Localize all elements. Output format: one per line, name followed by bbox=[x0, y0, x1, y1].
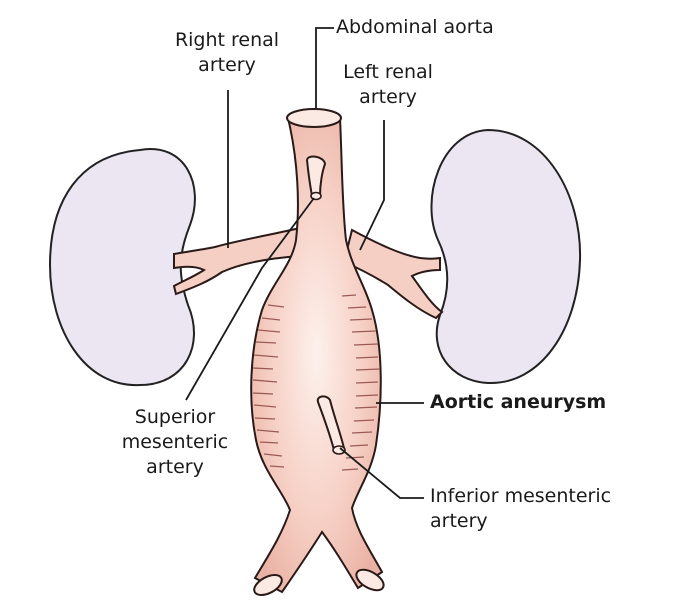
leader-superior-mesenteric bbox=[185, 197, 315, 401]
label-inferior-mesenteric-artery: Inferior mesenteric artery bbox=[430, 484, 611, 534]
aorta-shape bbox=[250, 117, 384, 594]
left-renal-artery-shape bbox=[342, 228, 444, 320]
leader-abdominal-aorta bbox=[315, 27, 334, 108]
label-left-renal-line1: Left renal bbox=[343, 61, 433, 83]
label-superior-line3: artery bbox=[146, 456, 204, 478]
label-left-renal-artery: Left renal artery bbox=[318, 60, 458, 110]
label-right-renal-line1: Right renal bbox=[174, 29, 280, 51]
label-aortic-aneurysm: Aortic aneurysm bbox=[430, 391, 607, 413]
aorta-opening bbox=[286, 108, 342, 128]
left-kidney bbox=[430, 128, 582, 385]
inferior-mesenteric-origin bbox=[332, 445, 346, 455]
aneurysm-hatching bbox=[252, 294, 381, 471]
leader-inferior-mesenteric bbox=[339, 447, 424, 499]
label-abdominal-aorta: Abdominal aorta bbox=[336, 16, 494, 38]
label-inferior-line2: artery bbox=[430, 510, 488, 532]
label-left-renal-line2: artery bbox=[359, 86, 417, 108]
superior-mesenteric-artery-shape bbox=[305, 155, 327, 197]
right-kidney bbox=[48, 148, 196, 387]
right-renal-artery-shape bbox=[172, 226, 301, 296]
superior-mesenteric-origin bbox=[310, 191, 322, 201]
right-iliac-opening bbox=[355, 568, 385, 592]
label-right-renal-line2: artery bbox=[198, 54, 256, 76]
label-inferior-line1: Inferior mesenteric bbox=[430, 485, 612, 507]
label-superior-line2: mesenteric bbox=[121, 431, 229, 453]
inferior-mesenteric-artery-shape bbox=[316, 395, 346, 452]
leader-left-renal bbox=[359, 120, 385, 251]
left-iliac-opening bbox=[253, 574, 283, 596]
label-superior-line1: Superior bbox=[134, 406, 216, 428]
label-right-renal-artery: Right renal artery bbox=[152, 28, 302, 78]
label-superior-mesenteric-artery: Superior mesenteric artery bbox=[100, 405, 250, 480]
